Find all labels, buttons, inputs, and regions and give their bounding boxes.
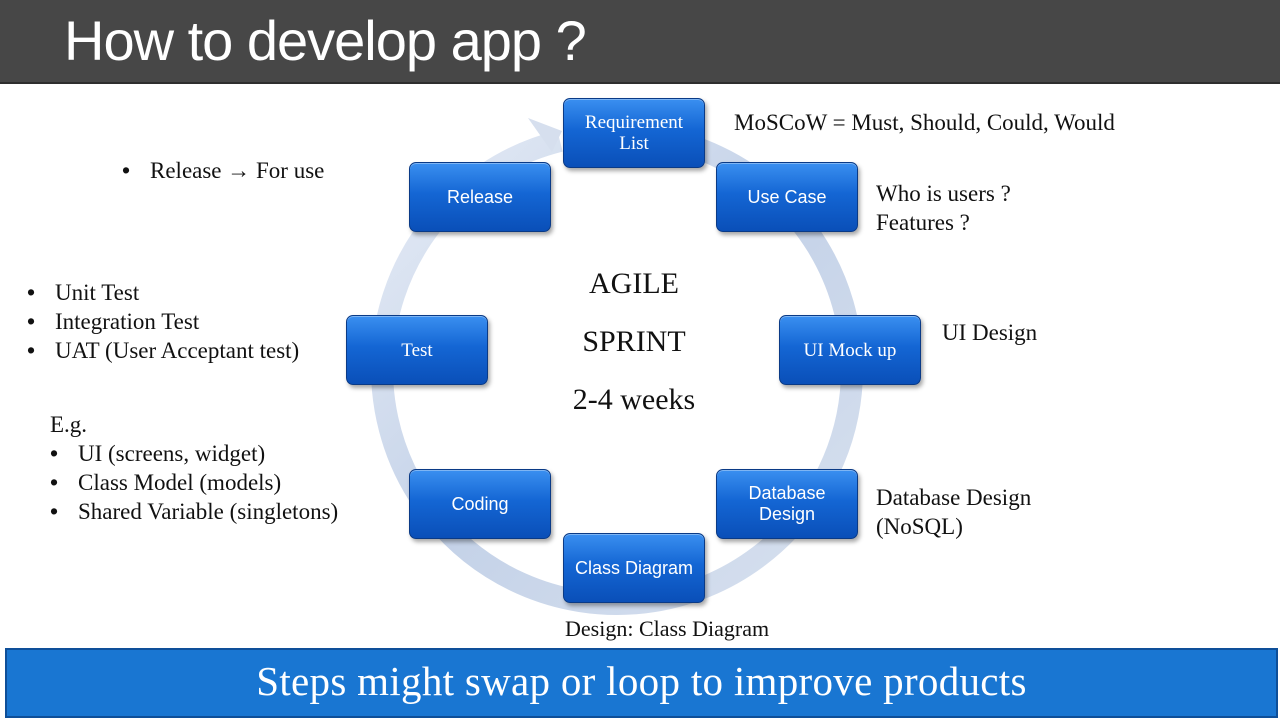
note-features: Features ? xyxy=(876,210,970,235)
center-agile: AGILE xyxy=(589,267,679,300)
coding-notes-list: UI (screens, widget) Class Model (models… xyxy=(48,439,338,526)
list-item: Unit Test xyxy=(25,278,299,307)
step-release: Release xyxy=(409,162,551,232)
step-requirement-list: Requirement List xyxy=(563,98,705,168)
step-ui-mockup: UI Mock up xyxy=(779,315,921,385)
list-item: Integration Test xyxy=(25,307,299,336)
page-title: How to develop app ? xyxy=(64,9,587,72)
footer-banner: Steps might swap or loop to improve prod… xyxy=(5,648,1278,718)
note-nosql: (NoSQL) xyxy=(876,514,963,539)
note-who-users: Who is users ? xyxy=(876,181,1011,206)
list-item: Release → For use xyxy=(120,156,324,185)
step-class-diagram: Class Diagram xyxy=(563,533,705,603)
step-test: Test xyxy=(346,315,488,385)
test-notes-list: Unit Test Integration Test UAT (User Acc… xyxy=(25,278,299,365)
center-sprint: SPRINT xyxy=(582,325,686,358)
list-item: Shared Variable (singletons) xyxy=(48,497,338,526)
list-item: Class Model (models) xyxy=(48,468,338,497)
step-use-case: Use Case xyxy=(716,162,858,232)
note-moscow: MoSCoW = Must, Should, Could, Would xyxy=(734,110,1115,135)
list-item: UAT (User Acceptant test) xyxy=(25,336,299,365)
note-ui-design: UI Design xyxy=(942,320,1038,345)
list-item: UI (screens, widget) xyxy=(48,439,338,468)
note-eg: E.g. xyxy=(50,412,88,437)
step-database-design: Database Design xyxy=(716,469,858,539)
cycle-arrowhead xyxy=(528,118,562,152)
center-duration: 2-4 weeks xyxy=(572,383,696,416)
step-coding: Coding xyxy=(409,469,551,539)
release-notes-list: Release → For use xyxy=(120,156,324,185)
footer-text: Steps might swap or loop to improve prod… xyxy=(256,658,1027,704)
note-database-design: Database Design xyxy=(876,485,1032,510)
title-bar: How to develop app ? xyxy=(0,0,1280,84)
note-class-diagram: Design: Class Diagram xyxy=(565,616,770,641)
